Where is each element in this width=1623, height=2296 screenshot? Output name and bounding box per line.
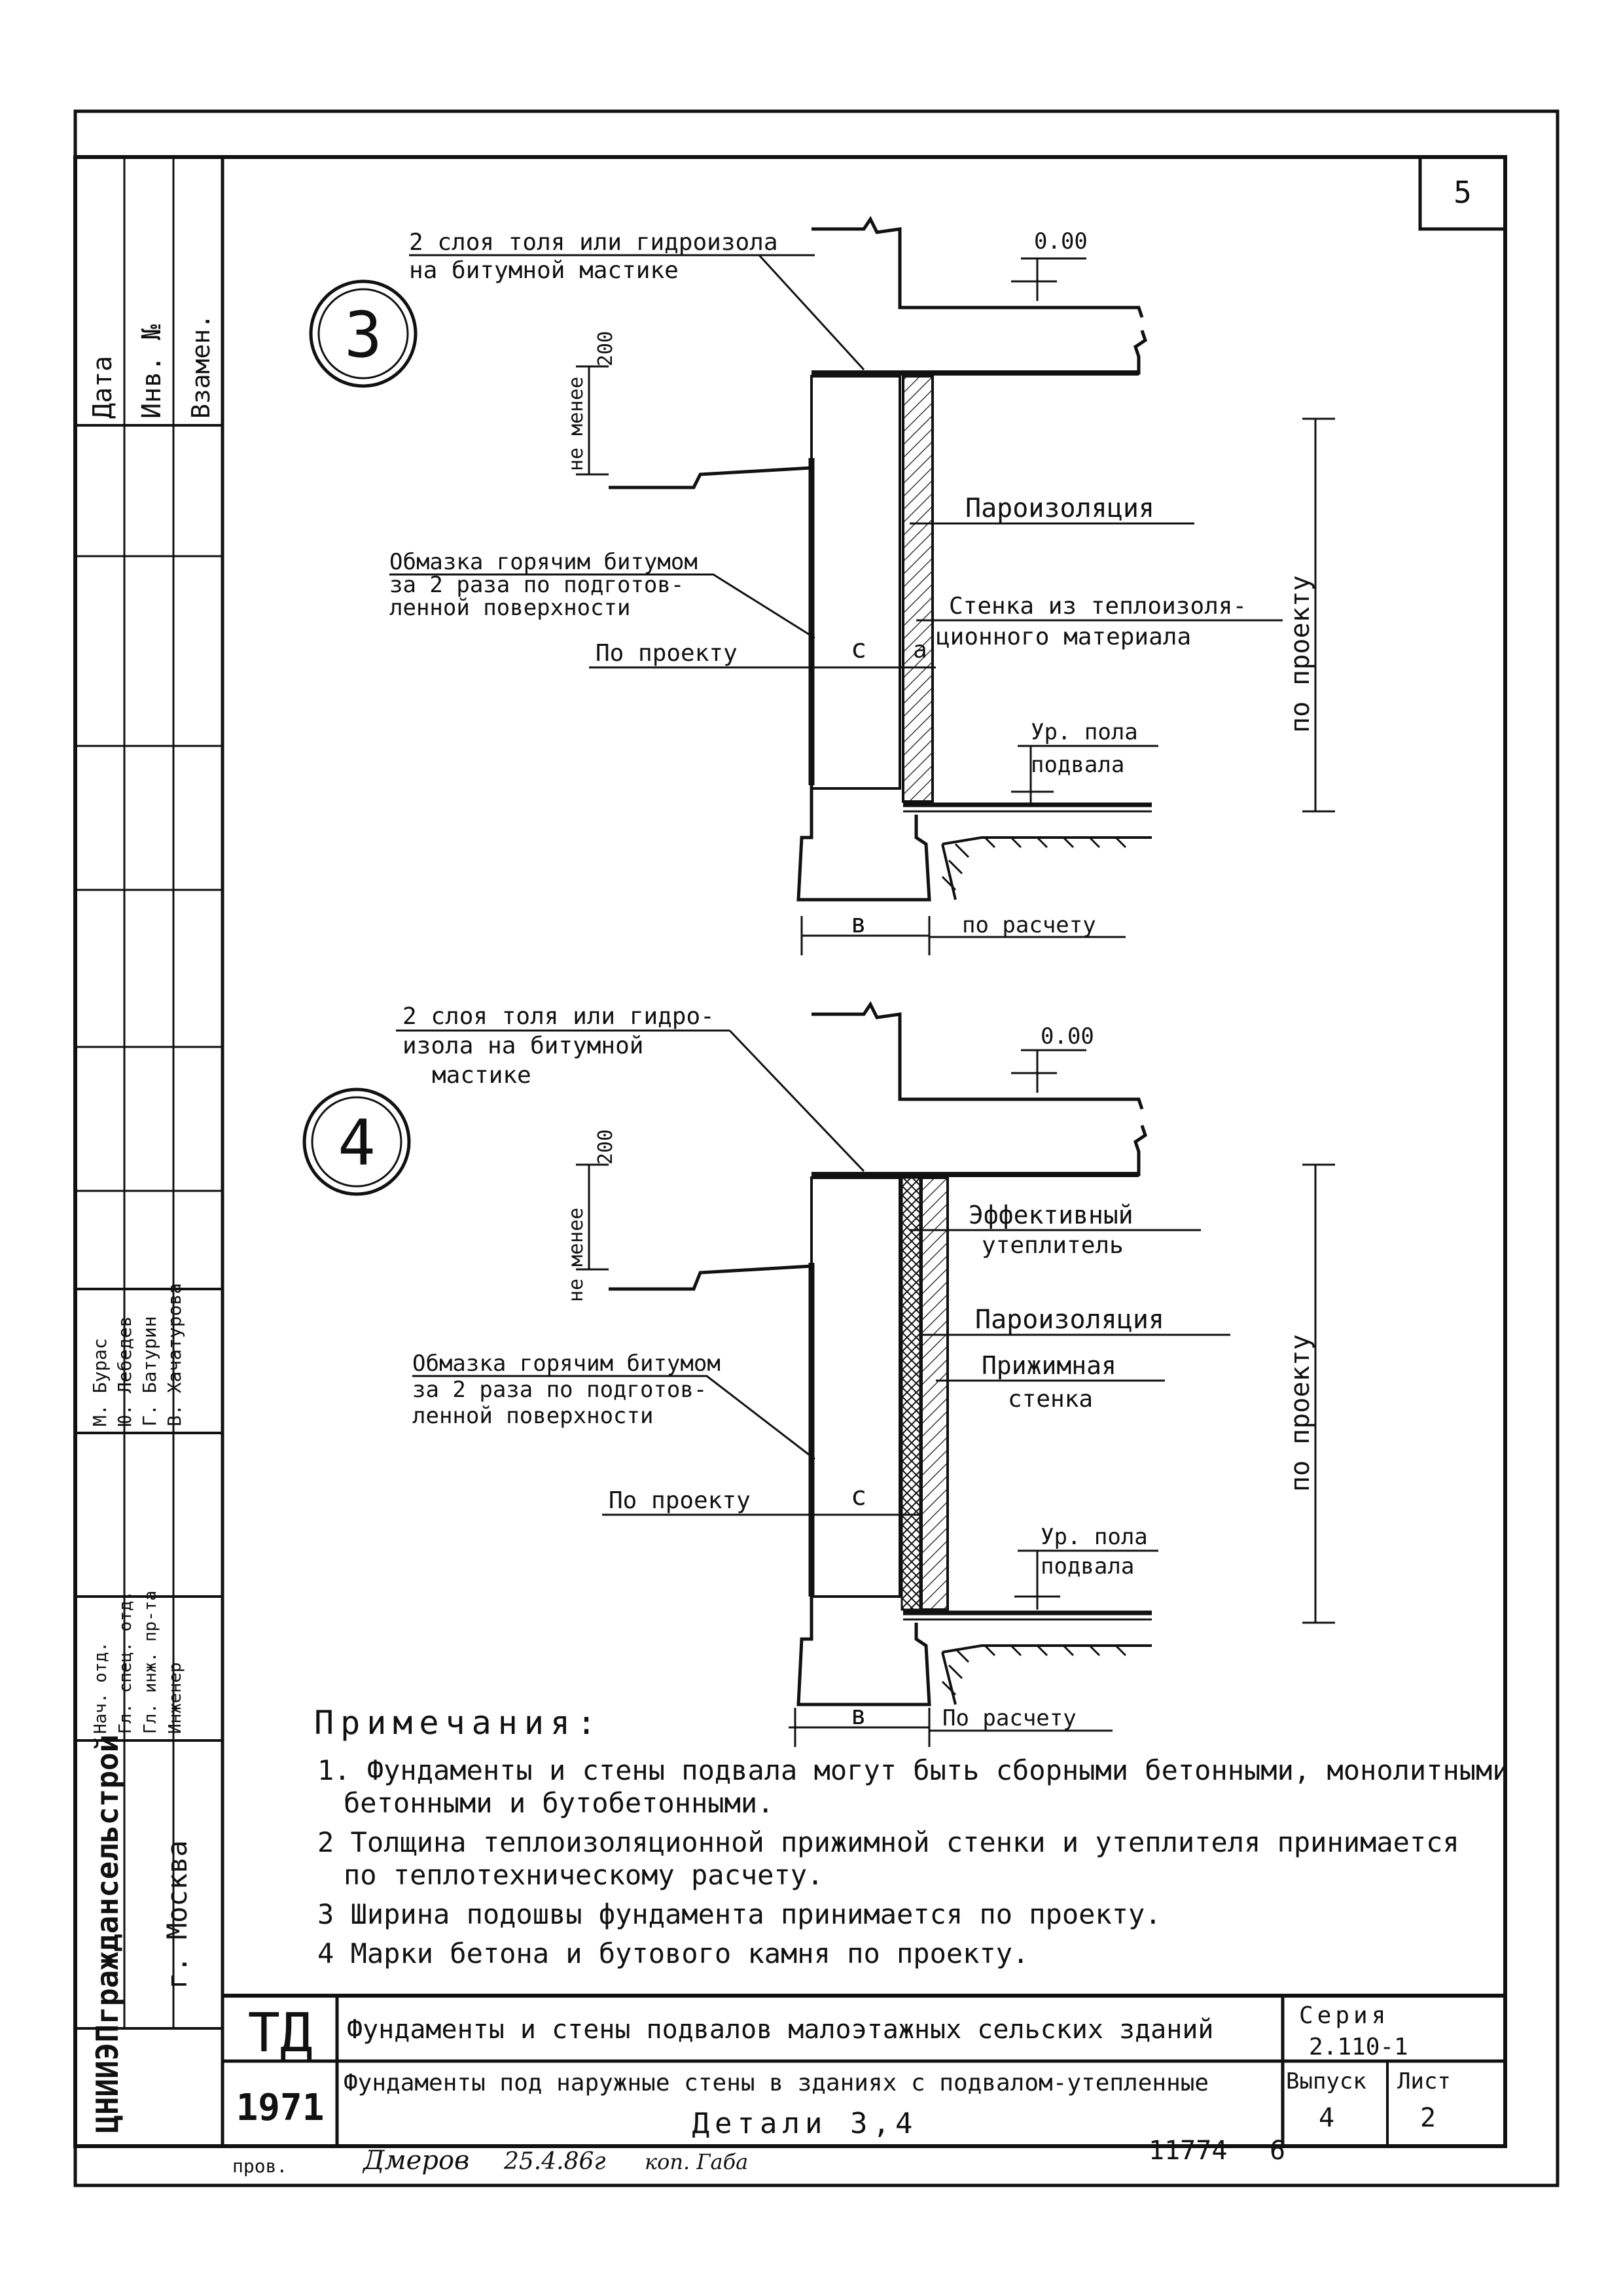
sheet-value: 2 [1420, 2103, 1436, 2133]
svg-text:ленной поверхности: ленной поверхности [412, 1403, 653, 1429]
d4-dim-min: не менее [565, 1208, 588, 1303]
note-2-cont: по теплотехническому расчету. [344, 1859, 823, 1891]
d4-dim-b: в [851, 1701, 866, 1731]
svg-text:за 2 раза по подготов-: за 2 раза по подготов- [389, 572, 684, 598]
d3-level-zero: 0.00 [1034, 228, 1088, 255]
svg-text:Нач. отд.: Нач. отд. [91, 1642, 111, 1734]
d4-by-project: По проекту [609, 1487, 751, 1514]
footer: пров. Дмеров 25.4.86г коп. Габа 11774 6 [232, 2136, 1285, 2177]
title-main: Фундаменты и стены подвалов малоэтажных … [347, 2015, 1214, 2045]
detail-4-number: 4 [338, 1106, 376, 1180]
footer-copy: коп. Габа [645, 2149, 748, 2174]
series-label: Серия [1299, 2002, 1389, 2029]
svg-text:за 2 раза по подготов-: за 2 раза по подготов- [412, 1377, 707, 1403]
d3-wall-label: Стенка из теплоизоля- [949, 593, 1247, 620]
d3-dim-200: 200 [594, 331, 617, 366]
note-3: 3 Ширина подошвы фундамента принимается … [317, 1898, 1162, 1930]
note-1: 1. Фундаменты и стены подвала могут быть… [317, 1754, 1509, 1786]
svg-text:Гл. спец. отд.: Гл. спец. отд. [116, 1591, 135, 1734]
sheet-number: 5 [1454, 175, 1472, 210]
svg-text:Гл. инж. пр-та: Гл. инж. пр-та [141, 1591, 160, 1734]
side-strip: Дата Инв. № Взамен. М. Бурас Ю. Лебедев … [75, 157, 223, 2133]
doc-number: 11774 [1149, 2136, 1227, 2166]
svg-text:Инженер: Инженер [166, 1662, 185, 1734]
note-2: 2 Толщина теплоизоляционной прижимной ст… [317, 1826, 1459, 1858]
side-label-inv: Инв. № [137, 325, 167, 419]
d4-insul-label: Эффективный [969, 1201, 1133, 1229]
d3-waterproof-label: 2 слоя толя или гидроизола [409, 229, 778, 256]
d3-vapor-label: Пароизоляция [965, 493, 1154, 523]
d4-dim-200: 200 [594, 1129, 617, 1165]
title-sub: Фундаменты под наружные стены в зданиях … [344, 2070, 1209, 2096]
side-label-date: Дата [88, 356, 118, 419]
detail-4: 4 2 слоя толя или гидро- изола на битумн… [302, 1001, 1335, 1747]
d3-coating-label: Обмазка горячим битумом [389, 549, 698, 575]
svg-text:Г. Батурин: Г. Батурин [139, 1316, 160, 1426]
d3-by-calc: по расчету [962, 912, 1096, 938]
detail-4-marker [302, 1087, 411, 1196]
svg-text:стенка: стенка [1008, 1386, 1093, 1413]
d4-coating-label: Обмазка горячим битумом [412, 1351, 721, 1377]
svg-text:В. Хачатурова: В. Хачатурова [164, 1283, 185, 1426]
org-city: г. Москва [161, 1840, 193, 1989]
series-value: 2.110-1 [1309, 2034, 1408, 2060]
d4-vapor-label: Пароизоляция [975, 1305, 1164, 1335]
svg-text:М. Бурас: М. Бурас [89, 1338, 111, 1426]
d3-dim-min: не менее [565, 377, 588, 472]
svg-text:изола на битумной: изола на битумной [402, 1033, 643, 1059]
side-label-replace: Взамен. [187, 314, 215, 419]
title-block: ТД 1971 Фундаменты и стены подвалов мало… [223, 1994, 1505, 2146]
d4-by-calc: По расчету [942, 1705, 1077, 1731]
svg-text:Ю. Лебедев: Ю. Лебедев [114, 1316, 135, 1426]
checked-label: пров. [232, 2155, 287, 2177]
svg-text:подвала: подвала [1031, 752, 1124, 778]
sheet-label: Лист [1397, 2068, 1451, 2094]
svg-text:подвала: подвала [1041, 1553, 1134, 1580]
svg-text:на битумной мастике: на битумной мастике [409, 257, 679, 284]
note-4: 4 Марки бетона и бутового камня по проек… [317, 1937, 1029, 1969]
page-number: 6 [1270, 2136, 1285, 2166]
d3-dim-c: с [851, 634, 866, 664]
d4-vertical-dim: по проекту [1285, 1334, 1315, 1492]
d3-vertical-dim: по проекту [1285, 575, 1315, 733]
d4-dim-c: с [851, 1481, 866, 1511]
issue-label: Выпуск [1286, 2068, 1366, 2094]
issue-value: 4 [1319, 2103, 1334, 2133]
d3-dim-b: в [851, 909, 866, 939]
detail-3-number: 3 [344, 298, 382, 372]
note-1-cont: бетонными и бутобетонными. [344, 1787, 774, 1819]
detail-3: 3 2 слоя толя или гидроизола на битумной… [309, 216, 1335, 955]
signature: Дмеров [362, 2146, 469, 2176]
signers-column: М. Бурас Ю. Лебедев Г. Батурин В. Хачату… [89, 1283, 185, 1426]
year: 1971 [236, 2087, 325, 2129]
svg-text:ленной поверхности: ленной поверхности [389, 595, 630, 621]
d4-floor-label: Ур. пола [1041, 1524, 1148, 1550]
d4-waterproof-label: 2 слоя толя или гидро- [402, 1003, 715, 1030]
svg-text:ционного материала: ционного материала [936, 624, 1191, 650]
title-details: Детали 3,4 [692, 2107, 918, 2140]
org-name: ЦНИИЭПграждансельстрой [90, 1735, 125, 2133]
td-mark: ТД [248, 2002, 313, 2064]
notes: Примечания: 1. Фундаменты и стены подвал… [314, 1704, 1509, 1969]
svg-text:мастике: мастике [432, 1062, 531, 1089]
svg-text:утеплитель: утеплитель [982, 1232, 1124, 1259]
notes-title: Примечания: [314, 1704, 603, 1742]
detail-3-marker [309, 279, 418, 388]
roles-column: Нач. отд. Гл. спец. отд. Гл. инж. пр-та … [91, 1591, 185, 1734]
drawing-frame: 5 [73, 109, 1560, 2187]
d4-level-zero: 0.00 [1041, 1023, 1094, 1050]
d4-press-label: Прижимная [982, 1351, 1116, 1380]
d3-floor-label: Ур. пола [1031, 719, 1138, 745]
d3-by-project: По проекту [596, 640, 738, 667]
d3-dim-a: а [913, 637, 927, 663]
footer-date: 25.4.86г [503, 2148, 606, 2175]
